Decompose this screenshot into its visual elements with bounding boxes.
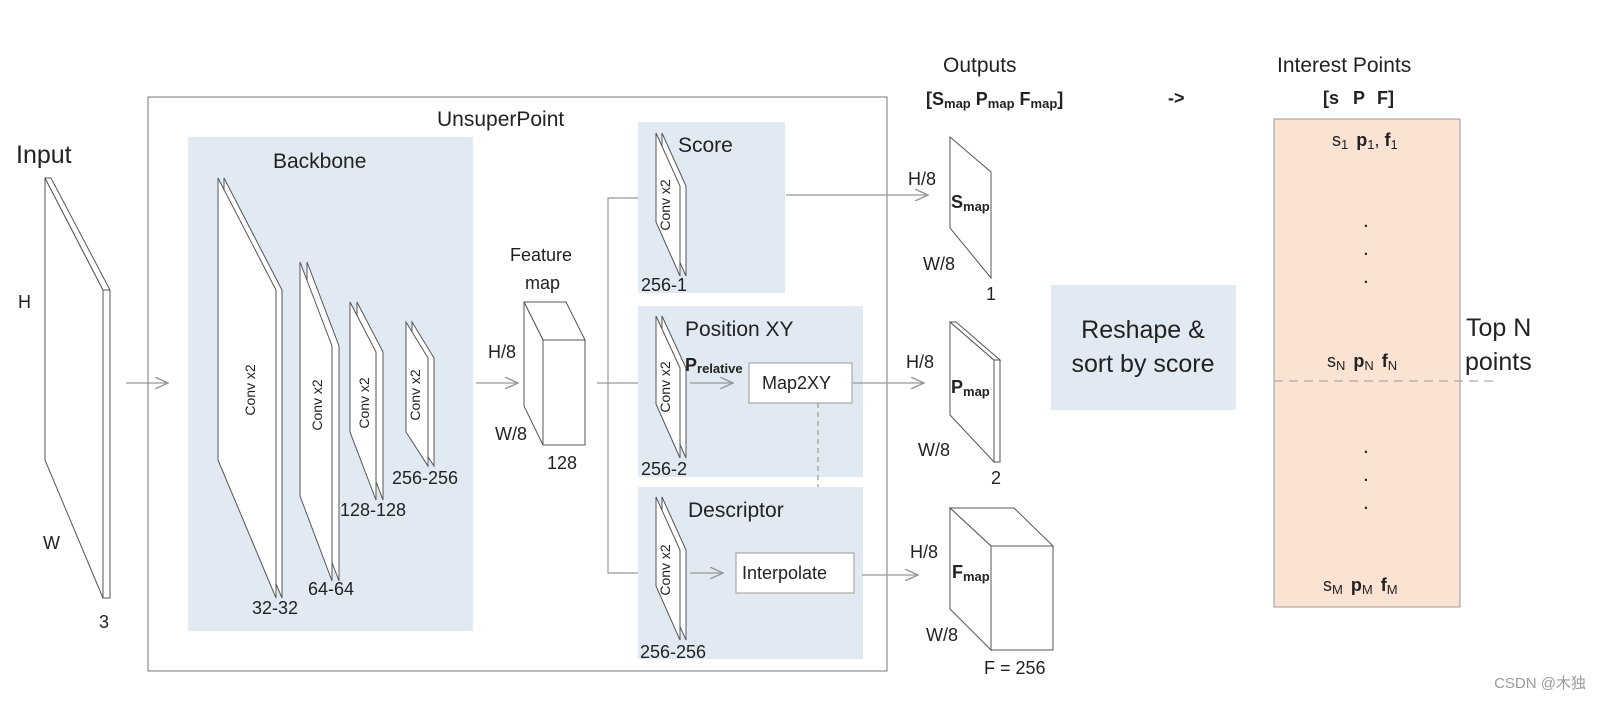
f-map-cube <box>948 506 1055 652</box>
s-map-w8: W/8 <box>923 254 955 274</box>
feature-map-label-line2: map <box>525 273 560 293</box>
ellipsis-dot-4: . <box>1363 435 1369 458</box>
input-label: Input <box>16 141 72 169</box>
input-slab <box>44 177 111 599</box>
descriptor-conv-block <box>655 496 687 641</box>
watermark: CSDN @木独 <box>1494 675 1586 692</box>
feature-map-label-line1: Feature <box>510 245 572 265</box>
channels-64-label: 64-64 <box>308 579 354 599</box>
feature-h8-label: H/8 <box>488 342 516 362</box>
descriptor-conv-label: Conv x2 <box>657 544 673 596</box>
feature-w8-label: W/8 <box>495 424 527 444</box>
input-w-label: W <box>43 533 60 553</box>
interest-points-title: Interest Points <box>1277 54 1411 77</box>
outputs-tuple: [Smap Pmap Fmap] <box>926 89 1063 111</box>
conv-label-4: Conv x2 <box>407 369 423 421</box>
position-channels-label: 256-2 <box>641 459 687 479</box>
feature-channels-label: 128 <box>547 453 577 473</box>
reshape-box <box>1051 285 1236 410</box>
input-channels-label: 3 <box>99 612 109 632</box>
score-conv-block <box>655 132 687 277</box>
channels-256-label: 256-256 <box>392 468 458 488</box>
s-map-slab <box>949 135 992 280</box>
p-map-w8: W/8 <box>918 440 950 460</box>
interpolate-label: Interpolate <box>742 563 827 583</box>
ellipsis-dot-2: . <box>1363 237 1369 260</box>
p-relative-label: Prelative <box>685 355 743 376</box>
backbone-conv-block-4 <box>405 320 435 468</box>
p-map-label: Pmap <box>951 377 990 399</box>
p-map-channels: 2 <box>991 468 1001 488</box>
descriptor-channels-label: 256-256 <box>640 642 706 662</box>
channels-128-label: 128-128 <box>340 500 406 520</box>
branch-descriptor-arrow <box>607 383 651 573</box>
f-map-h8: H/8 <box>910 542 938 562</box>
outputs-title: Outputs <box>943 54 1017 77</box>
p-map-slab <box>948 320 1002 464</box>
top-n-label: Top N <box>1466 314 1531 342</box>
f-map-channels: F = 256 <box>984 658 1046 678</box>
reshape-line2: sort by score <box>1071 350 1214 378</box>
conv-label-1: Conv x2 <box>242 364 258 416</box>
s-map-channels: 1 <box>986 284 996 304</box>
score-title: Score <box>678 134 733 157</box>
score-conv-label: Conv x2 <box>657 179 673 231</box>
conv-label-3: Conv x2 <box>356 377 372 429</box>
position-conv-label: Conv x2 <box>657 361 673 413</box>
ellipsis-dot-3: . <box>1363 265 1369 288</box>
outputs-to-points-arrow: -> <box>1168 88 1185 108</box>
interest-points-panel <box>1273 118 1461 608</box>
f-map-w8: W/8 <box>926 625 958 645</box>
map2xy-label: Map2XY <box>762 373 831 393</box>
s-map-h8: H/8 <box>908 169 936 189</box>
position-conv-block <box>655 315 687 459</box>
backbone-conv-block-1 <box>217 177 283 599</box>
branch-score-arrow <box>607 198 651 383</box>
input-h-label: H <box>18 292 31 312</box>
score-channels-label: 256-1 <box>641 275 687 295</box>
position-title: Position XY <box>685 318 794 341</box>
f-map-label: Fmap <box>952 562 990 584</box>
ellipsis-dot-1: . <box>1363 209 1369 232</box>
backbone-title: Backbone <box>273 150 366 173</box>
descriptor-title: Descriptor <box>688 499 784 522</box>
ellipsis-dot-6: . <box>1363 491 1369 514</box>
backbone-conv-block-3 <box>349 301 384 501</box>
map2xy-box <box>748 362 853 404</box>
feature-map-cube <box>523 301 586 446</box>
backbone-conv-block-2 <box>299 261 340 582</box>
conv-label-2: Conv x2 <box>309 379 325 431</box>
reshape-line1: Reshape & <box>1081 316 1205 344</box>
interpolate-box <box>735 552 855 594</box>
unsuperpoint-title: UnsuperPoint <box>437 108 564 131</box>
points-label: points <box>1465 348 1532 376</box>
s-map-label: Smap <box>951 192 990 214</box>
unsuperpoint-frame <box>147 96 888 672</box>
channels-32-label: 32-32 <box>252 598 298 618</box>
p-map-h8: H/8 <box>906 352 934 372</box>
ellipsis-dot-5: . <box>1363 463 1369 486</box>
